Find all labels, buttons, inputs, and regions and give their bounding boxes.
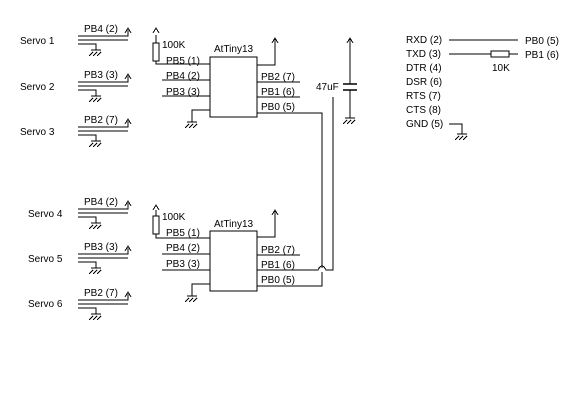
serial-pin-rxd: RXD (2) bbox=[406, 35, 442, 46]
attiny13-chip-2: 100K PB5 (1) PB4 (2) PB3 (3) AtTiny13 PB… bbox=[152, 97, 334, 303]
chip-2-name: AtTiny13 bbox=[214, 219, 254, 230]
chip-1-pin-pb0: PB0 (5) bbox=[261, 102, 295, 113]
servo-5-label: Servo 5 bbox=[28, 254, 63, 265]
servo-connector-3: Servo 3 PB2 (7) bbox=[20, 115, 132, 148]
servo-1-pin-label: PB4 (2) bbox=[84, 24, 118, 35]
chip-2-pin-pb4: PB4 (2) bbox=[166, 243, 200, 254]
ground-icon bbox=[88, 222, 102, 230]
chip-1-pin-pb1: PB1 (6) bbox=[261, 87, 295, 98]
servo-connector-4: Servo 4 PB4 (2) bbox=[28, 197, 132, 230]
ground-icon bbox=[88, 140, 102, 148]
resistor-100k-icon bbox=[152, 42, 160, 62]
chip-1-resistor-label: 100K bbox=[162, 40, 186, 51]
chip-2-pin-pb0: PB0 (5) bbox=[261, 275, 295, 286]
ground-icon bbox=[88, 95, 102, 103]
chip-1-body bbox=[209, 56, 258, 118]
serial-pin-gnd: GND (5) bbox=[406, 119, 443, 130]
decoupling-capacitor: 47uF bbox=[316, 37, 357, 125]
chip-2-pin-pb3: PB3 (3) bbox=[166, 259, 200, 270]
servo-5-pin-label: PB3 (3) bbox=[84, 242, 118, 253]
ground-icon bbox=[88, 313, 102, 321]
chip-2-resistor-label: 100K bbox=[162, 212, 186, 223]
servo-4-label: Servo 4 bbox=[28, 209, 63, 220]
chip-2-pin-pb5: PB5 (1) bbox=[166, 228, 200, 239]
chip-1-name: AtTiny13 bbox=[214, 44, 254, 55]
servo-1-label: Servo 1 bbox=[20, 36, 55, 47]
servo-3-label: Servo 3 bbox=[20, 127, 55, 138]
serial-pin-dtr: DTR (4) bbox=[406, 63, 442, 74]
capacitor-icon bbox=[343, 83, 357, 91]
serial-pin-txd: TXD (3) bbox=[406, 49, 441, 60]
ground-icon bbox=[342, 117, 356, 125]
servo-2-label: Servo 2 bbox=[20, 82, 55, 93]
capacitor-label: 47uF bbox=[316, 82, 339, 93]
servo-3-pin-label: PB2 (7) bbox=[84, 115, 118, 126]
serial-pin-rts: RTS (7) bbox=[406, 91, 441, 102]
servo-4-pin-label: PB4 (2) bbox=[84, 197, 118, 208]
ground-icon bbox=[88, 49, 102, 57]
resistor-10k-icon bbox=[490, 50, 510, 58]
servo-6-pin-label: PB2 (7) bbox=[84, 288, 118, 299]
chip-2-body bbox=[209, 230, 258, 292]
chip-2-pin-pb2: PB2 (7) bbox=[261, 245, 295, 256]
chip-1-pin-pb3: PB3 (3) bbox=[166, 87, 200, 98]
servo-6-label: Servo 6 bbox=[28, 299, 63, 310]
resistor-100k-icon bbox=[152, 215, 160, 235]
serial-pin-dsr: DSR (6) bbox=[406, 77, 442, 88]
serial-resistor-label: 10K bbox=[492, 63, 510, 74]
serial-target-pb0: PB0 (5) bbox=[525, 36, 559, 47]
servo-connector-1: Servo 1 PB4 (2) bbox=[20, 24, 132, 57]
chip-1-pin-pb4: PB4 (2) bbox=[166, 71, 200, 82]
servo-connector-6: Servo 6 PB2 (7) bbox=[28, 288, 132, 321]
ground-icon bbox=[184, 121, 198, 129]
servo-connector-2: Servo 2 PB3 (3) bbox=[20, 70, 132, 103]
serial-target-pb1: PB1 (6) bbox=[525, 50, 559, 61]
chip-1-pin-pb5: PB5 (1) bbox=[166, 56, 200, 67]
serial-port-connector: RXD (2) TXD (3) DTR (4) DSR (6) RTS (7) … bbox=[406, 35, 559, 141]
ground-icon bbox=[454, 133, 468, 141]
serial-pin-cts: CTS (8) bbox=[406, 105, 441, 116]
ground-icon bbox=[184, 295, 198, 303]
ground-icon bbox=[88, 267, 102, 275]
attiny13-chip-1: 100K PB5 (1) PB4 (2) PB3 (3) AtTiny13 PB… bbox=[152, 27, 323, 268]
servo-2-pin-label: PB3 (3) bbox=[84, 70, 118, 81]
servo-connector-5: Servo 5 PB3 (3) bbox=[28, 242, 132, 275]
chip-1-pin-pb2: PB2 (7) bbox=[261, 72, 295, 83]
chip-2-pin-pb1: PB1 (6) bbox=[261, 260, 295, 271]
